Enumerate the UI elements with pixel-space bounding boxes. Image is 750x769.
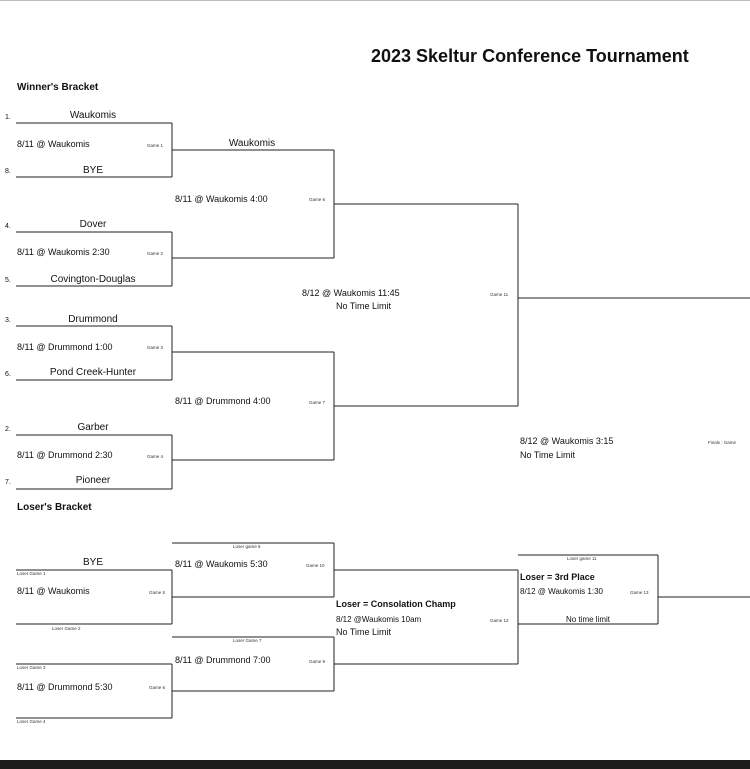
game-note: No time limit bbox=[565, 615, 611, 624]
team-name: Pond Creek-Hunter bbox=[49, 367, 137, 378]
loser-slot-label: Loser game 11 bbox=[567, 556, 597, 561]
team-name: Drummond bbox=[68, 314, 118, 325]
page-title: 2023 Skeltur Conference Tournament bbox=[371, 46, 689, 66]
game-info: 8/12 @ Waukomis 1:30 bbox=[520, 587, 603, 596]
game-info: 8/11 @ Drummond 2:30 bbox=[17, 450, 113, 460]
seed-number: 6. bbox=[5, 371, 11, 378]
seed-number: 2. bbox=[5, 426, 11, 433]
game-number: Game 10 bbox=[306, 563, 325, 568]
game-info: 8/12 @ Waukomis 11:45 bbox=[302, 288, 400, 298]
seed-number: 8. bbox=[5, 168, 11, 175]
game-info: 8/11 @ Waukomis 5:30 bbox=[175, 559, 268, 569]
loser-slot-label: Loser Game 2 bbox=[52, 626, 81, 631]
game-number: Game 7 bbox=[309, 400, 326, 405]
team-name: BYE bbox=[82, 557, 104, 568]
losers-bracket-label: Loser's Bracket bbox=[17, 502, 92, 513]
game-number: Game 5 bbox=[149, 590, 166, 595]
loser-slot-label: Loser Game 1 bbox=[17, 571, 46, 576]
game-info: 8/11 @ Waukomis bbox=[17, 139, 90, 149]
game-info: 8/11 @ Waukomis 4:00 bbox=[175, 194, 268, 204]
loser-slot-label: Loser Game 4 bbox=[17, 719, 46, 724]
seed-number: 7. bbox=[5, 479, 11, 486]
seed-number: 5. bbox=[5, 277, 11, 284]
team-name: Waukomis bbox=[69, 110, 117, 121]
game-number: Game 9 bbox=[309, 659, 326, 664]
game-info: 8/11 @ Drummond 1:00 bbox=[17, 342, 113, 352]
team-name: Pioneer bbox=[75, 475, 111, 486]
game-info: 8/12 @Waukomis 10am bbox=[336, 615, 422, 624]
team-name: BYE bbox=[82, 165, 104, 176]
game-number: Game 11 bbox=[490, 292, 509, 297]
game-number: Game 3 bbox=[147, 345, 164, 350]
loser-slot-label: Loser game 6 bbox=[233, 544, 261, 549]
consolation-label: Loser = Consolation Champ bbox=[336, 599, 456, 609]
game-info: 8/11 @ Drummond 4:00 bbox=[175, 396, 271, 406]
top-divider bbox=[0, 0, 750, 1]
game-number: Game 12 bbox=[490, 618, 509, 623]
game-info: 8/11 @ Drummond 7:00 bbox=[175, 655, 271, 665]
game-info: No Time Limit bbox=[520, 450, 576, 460]
game-info: 8/11 @ Waukomis 2:30 bbox=[17, 247, 110, 257]
game-info: 8/12 @ Waukomis 3:15 bbox=[520, 436, 614, 446]
team-name: Dover bbox=[79, 219, 107, 230]
team-name: Covington-Douglas bbox=[50, 274, 136, 285]
game-info: No Time Limit bbox=[336, 301, 392, 311]
game-info: 8/11 @ Waukomis bbox=[17, 586, 90, 596]
game-info: No Time Limit bbox=[336, 627, 392, 637]
game-info: 8/11 @ Drummond 5:30 bbox=[17, 682, 113, 692]
seed-number: 1. bbox=[5, 114, 11, 121]
bottom-bar bbox=[0, 760, 750, 769]
game-number: Game 1 bbox=[147, 143, 164, 148]
game-number: Game 13 bbox=[630, 590, 649, 595]
game-number: Finals : Game bbox=[708, 440, 737, 445]
seed-number: 3. bbox=[5, 317, 11, 324]
game-number: Game 6 bbox=[309, 197, 326, 202]
game-number: Game 4 bbox=[147, 454, 164, 459]
team-name: Garber bbox=[77, 422, 109, 433]
team-name: Waukomis bbox=[228, 138, 276, 149]
game-number: Game 2 bbox=[147, 251, 164, 256]
game-number: Game 6 bbox=[149, 685, 166, 690]
loser-slot-label: Loser Game 7 bbox=[233, 638, 262, 643]
seed-number: 4. bbox=[5, 223, 11, 230]
third-place-label: Loser = 3rd Place bbox=[520, 572, 595, 582]
winners-bracket-label: Winner's Bracket bbox=[17, 82, 99, 93]
loser-slot-label: Loser Game 3 bbox=[17, 665, 46, 670]
